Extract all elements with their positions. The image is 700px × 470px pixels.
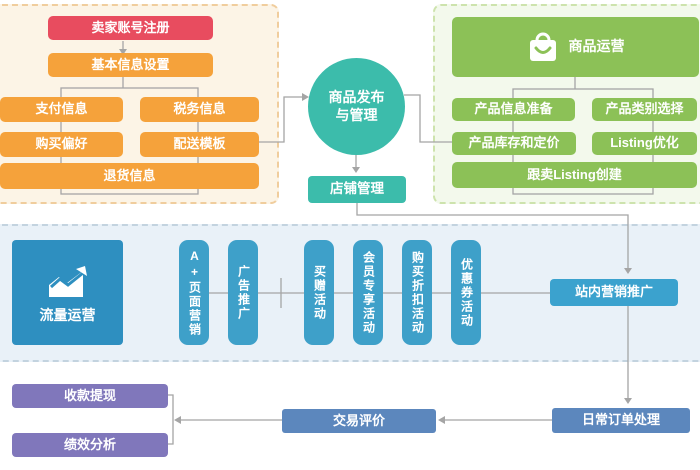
purchase-preference-box: 购买偏好 (0, 132, 123, 157)
payment-info-box: 支付信息 (0, 97, 123, 122)
product-operation-header: 商品运营 (452, 17, 699, 77)
product-info-prep-box: 产品信息准备 (452, 98, 575, 121)
product-publish-label: 商品发布 与管理 (328, 89, 385, 123)
shipping-template-box: 配送模板 (140, 132, 259, 157)
coupon-activity-pill: 优惠券活动 (451, 240, 481, 345)
product-publish-circle: 商品发布 与管理 (308, 58, 405, 155)
seller-account-register-box: 卖家账号注册 (48, 16, 213, 40)
trade-evaluation-box: 交易评价 (282, 409, 436, 433)
trend-chart-icon (45, 261, 91, 299)
store-management-box: 店铺管理 (308, 176, 406, 203)
inventory-pricing-box: 产品库存和定价 (452, 132, 576, 155)
onsite-marketing-box: 站内营销推广 (550, 279, 678, 306)
a-plus-page-marketing-pill: A+页面营销 (179, 240, 209, 345)
follow-listing-box: 跟卖Listing创建 (452, 162, 697, 188)
ad-promotion-pill: 广告推广 (228, 240, 258, 345)
purchase-discount-pill: 购买折扣活动 (402, 240, 432, 345)
return-info-box: 退货信息 (0, 163, 259, 189)
performance-analysis-box: 绩效分析 (12, 433, 168, 457)
shopping-bag-icon (527, 32, 559, 62)
basic-info-box: 基本信息设置 (48, 53, 213, 77)
buy-gift-activity-pill: 买赠活动 (304, 240, 334, 345)
product-category-box: 产品类别选择 (592, 98, 697, 121)
product-operation-label: 商品运营 (568, 38, 625, 55)
tax-info-box: 税务信息 (140, 97, 259, 122)
traffic-operation-box: 流量运营 (12, 240, 123, 345)
payout-withdraw-box: 收款提现 (12, 384, 168, 408)
listing-optimization-box: Listing优化 (592, 132, 697, 155)
traffic-operation-label: 流量运营 (39, 306, 96, 323)
member-exclusive-pill: 会员专享活动 (353, 240, 383, 345)
daily-order-box: 日常订单处理 (552, 408, 690, 433)
